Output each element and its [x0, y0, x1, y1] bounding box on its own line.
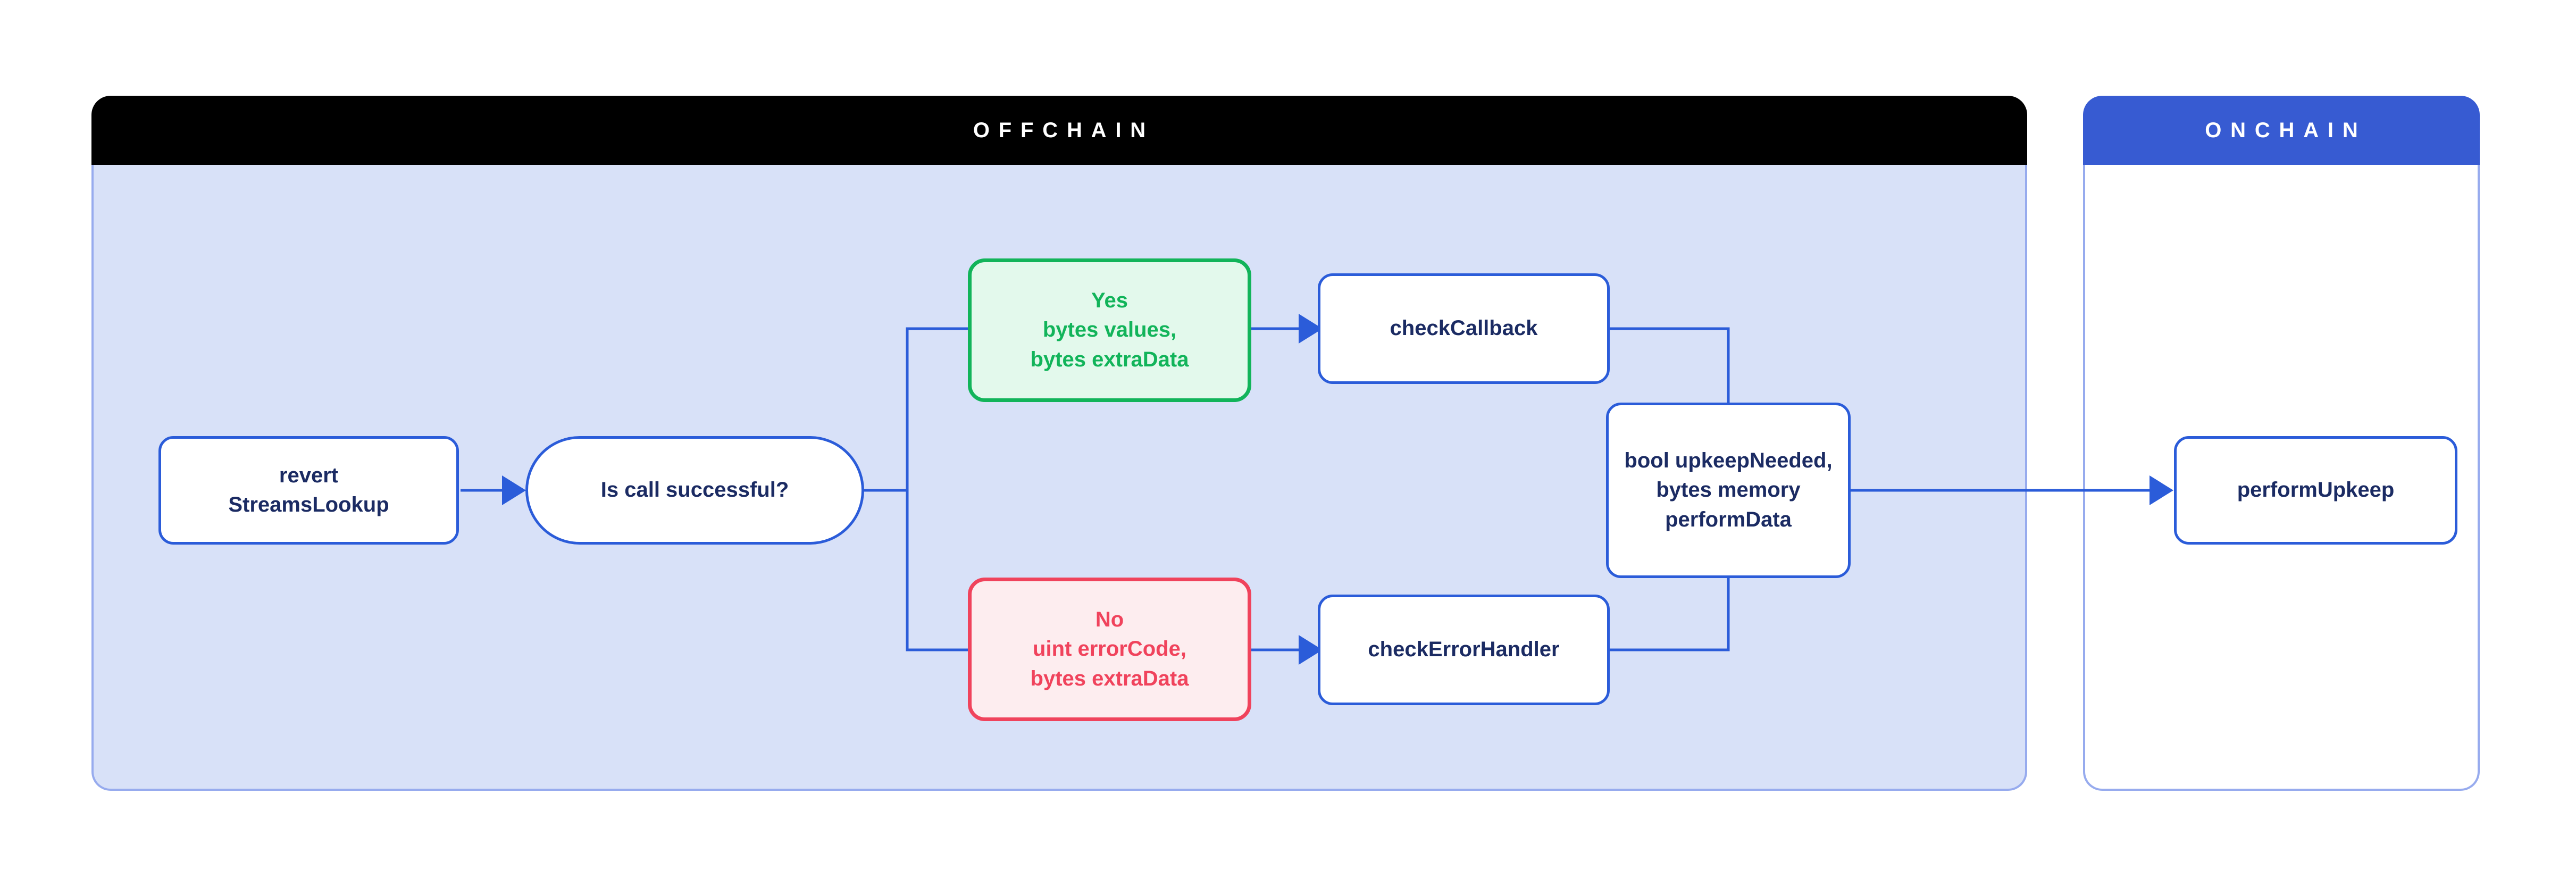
node-label-line: bytes extraData — [1030, 347, 1189, 371]
node-label-line: No — [1095, 608, 1124, 632]
node-label-line: checkErrorHandler — [1368, 638, 1560, 662]
node-upkeep-result: bool upkeepNeeded, bytes memory performD… — [1606, 403, 1851, 578]
node-label-line: Is call successful? — [600, 478, 789, 502]
node-label-line: performUpkeep — [2237, 478, 2395, 502]
node-no-branch: No uint errorCode, bytes extraData — [968, 578, 1251, 721]
node-label-line: revert — [279, 463, 339, 487]
onchain-header: ONCHAIN — [2083, 96, 2480, 165]
node-perform-upkeep: performUpkeep — [2174, 436, 2457, 545]
node-yes-branch: Yes bytes values, bytes extraData — [968, 258, 1251, 402]
node-is-call-successful: Is call successful? — [525, 436, 864, 545]
node-label-line: bytes extraData — [1030, 666, 1189, 690]
node-label-line: checkCallback — [1390, 316, 1538, 340]
node-label-line: bool upkeepNeeded, — [1624, 449, 1833, 473]
node-check-callback: checkCallback — [1318, 273, 1610, 384]
node-label-line: uint errorCode, — [1033, 637, 1186, 661]
node-label-line: StreamsLookup — [228, 493, 389, 516]
onchain-title: ONCHAIN — [2205, 118, 2367, 142]
node-revert-streamslookup: revert StreamsLookup — [158, 436, 459, 545]
node-label-line: bytes memory — [1656, 478, 1801, 502]
node-label-line: Yes — [1091, 289, 1128, 313]
node-check-error-handler: checkErrorHandler — [1318, 595, 1610, 705]
offchain-header: OFFCHAIN — [91, 96, 2027, 165]
offchain-title: OFFCHAIN — [973, 118, 1155, 142]
node-label-line: bytes values, — [1042, 318, 1177, 342]
node-label-line: performData — [1665, 507, 1792, 531]
